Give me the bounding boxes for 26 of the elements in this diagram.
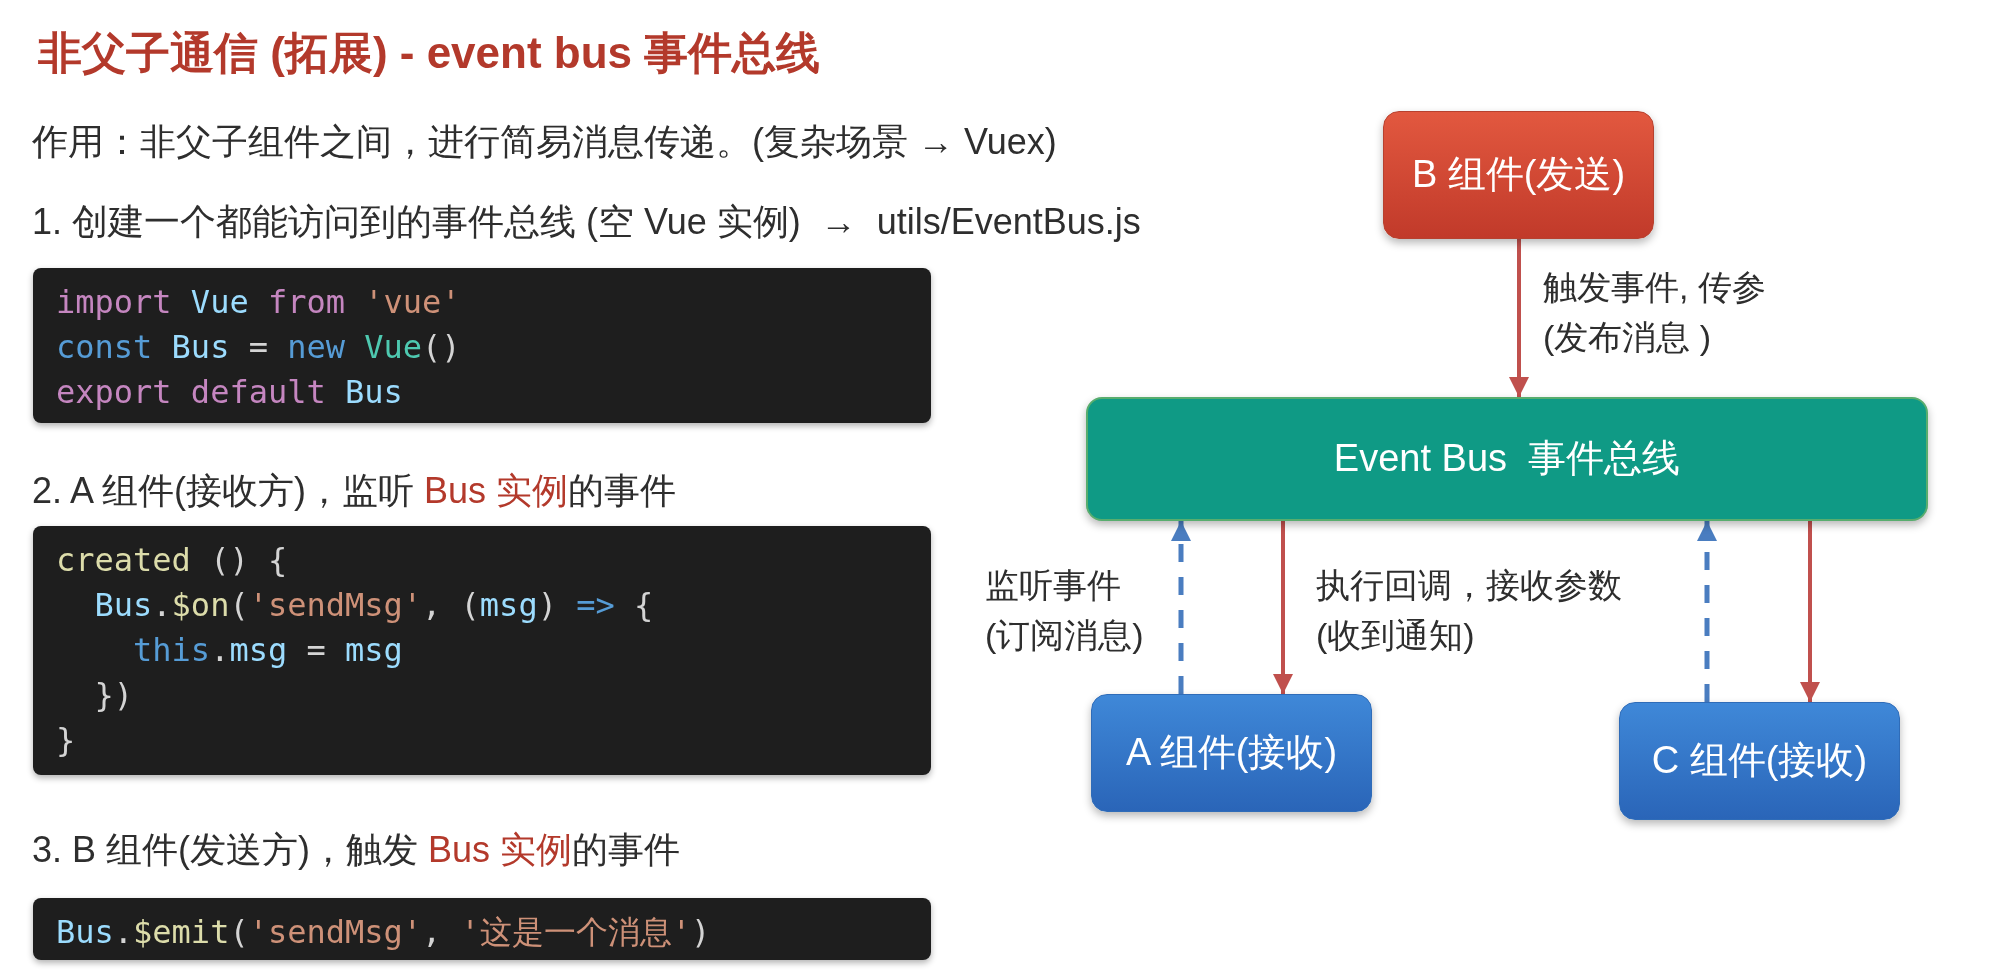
receiver-component-box: C 组件(接收) — [1619, 702, 1900, 820]
slide-title: 非父子通信 (拓展) - event bus 事件总线 — [38, 27, 821, 79]
dashed-arrow — [1697, 521, 1717, 702]
code-block — [33, 526, 931, 775]
dashed-arrow — [1171, 521, 1191, 694]
code-line: import Vue from 'vue' — [56, 282, 462, 323]
code-line: } — [56, 720, 77, 761]
arrow — [1273, 521, 1293, 694]
code-line: }) — [93, 675, 135, 716]
code-line: created () { — [56, 540, 289, 581]
sender-component-box: B 组件(发送) — [1383, 111, 1654, 239]
code-line: export default Bus — [56, 372, 404, 413]
arrow — [1800, 521, 1820, 702]
code-block — [33, 898, 931, 960]
description-text: 作用：非父子组件之间，进行简易消息传递。(复杂场景 → Vuex) — [32, 120, 1057, 164]
step-heading: 3. B 组件(发送方)，触发 Bus 实例的事件 — [32, 828, 681, 872]
step-heading: 2. A 组件(接收方)，监听 Bus 实例的事件 — [32, 469, 677, 513]
code-line: const Bus = new Vue() — [56, 327, 462, 368]
code-line: this.msg = msg — [132, 630, 404, 671]
code-block — [33, 268, 931, 423]
step-heading: 1. 创建一个都能访问到的事件总线 (空 Vue 实例) → utils/EventBus.js — [32, 200, 1141, 244]
bus-box: Event Bus 事件总线 — [1086, 397, 1928, 521]
arrow — [1509, 239, 1529, 397]
receiver-component-box: A 组件(接收) — [1091, 694, 1372, 812]
code-line: Bus.$on('sendMsg', (msg) => { — [93, 585, 655, 626]
code-line: Bus.$emit('sendMsg', '这是一个消息') — [56, 912, 712, 953]
